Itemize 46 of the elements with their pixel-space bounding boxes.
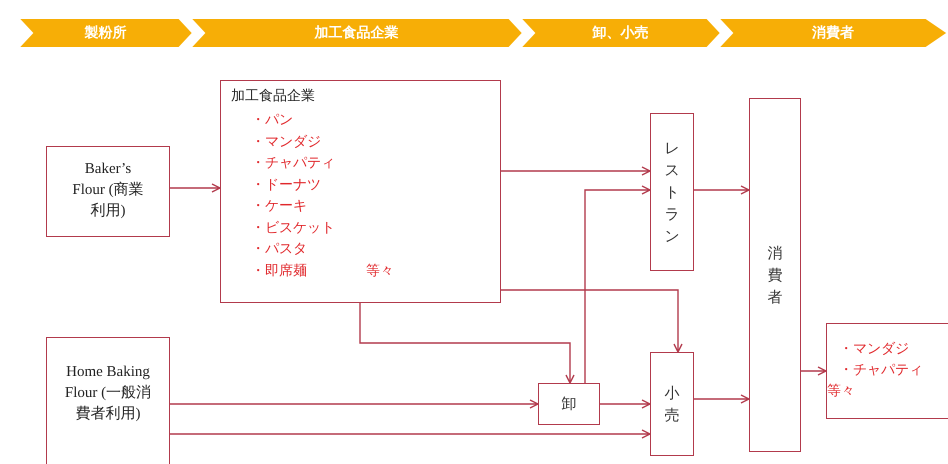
box-label: 消費者	[766, 243, 784, 308]
arrow	[600, 399, 651, 409]
box-label: Home Baking Flour (一般消費者利用)	[64, 363, 152, 424]
box-label: 卸	[562, 394, 576, 414]
chevron-band	[520, 18, 721, 48]
band-label: 消費者	[811, 24, 855, 42]
product-box	[46, 146, 170, 237]
list-item: ・パン	[251, 111, 293, 129]
arrow	[170, 399, 539, 409]
list-item: 等々	[827, 382, 855, 400]
box-label: Baker’s Flour (商業利用)	[71, 160, 145, 221]
list-item: ・チャパティ	[251, 154, 335, 172]
stage-box	[538, 383, 600, 425]
band-label: 卸、小売	[591, 24, 650, 42]
product-box	[826, 323, 948, 419]
stage-box	[749, 98, 801, 452]
arrow	[359, 303, 575, 384]
arrow	[584, 185, 651, 383]
company-box	[220, 80, 501, 303]
stage-box	[650, 352, 694, 456]
product-box	[46, 337, 170, 464]
list-item: 等々	[366, 262, 394, 280]
list-item: ・ケーキ	[251, 197, 307, 215]
box-label: レストラン	[664, 138, 680, 247]
chevron-band	[190, 18, 523, 48]
list-item: ・マンダジ	[251, 132, 321, 150]
list-item: ・パスタ	[251, 240, 307, 258]
chevron-band	[718, 18, 948, 48]
band-label: 製粉所	[84, 24, 128, 42]
chevron-band	[18, 18, 193, 48]
arrow	[694, 394, 750, 404]
list-item: ・マンダジ	[839, 340, 909, 358]
arrow	[801, 366, 827, 376]
arrow	[170, 429, 651, 439]
arrow	[501, 289, 683, 353]
list-item: ・即席麺	[251, 262, 307, 280]
box-title: 加工食品企業	[231, 87, 315, 105]
arrow	[170, 183, 221, 193]
list-item: ・チャパティ	[839, 361, 923, 379]
band-label: 加工食品企業	[313, 24, 400, 42]
arrow	[694, 185, 750, 195]
box-label: 小売	[664, 383, 680, 426]
list-item: ・ドーナツ	[251, 176, 321, 194]
arrow	[501, 166, 651, 176]
list-item: ・ビスケット	[251, 218, 335, 236]
stage-box	[650, 113, 694, 271]
